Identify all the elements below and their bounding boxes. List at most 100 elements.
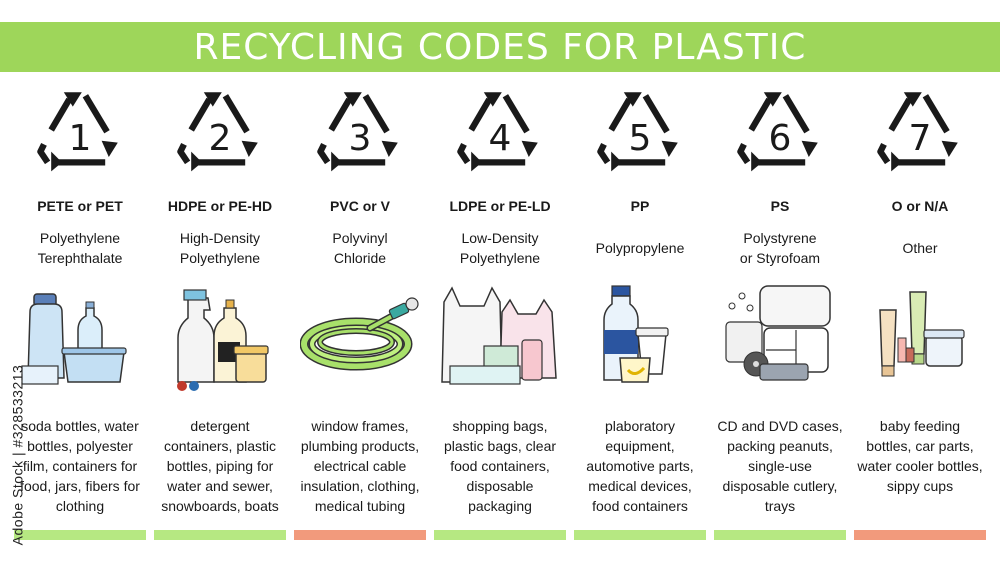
- example-line: sippy cups: [886, 478, 954, 494]
- example-line: bottles, piping for: [166, 458, 274, 474]
- category-bar: [574, 530, 706, 540]
- plastic-name: Other: [850, 226, 990, 270]
- code-number: 2: [209, 118, 232, 159]
- recycling-triangle-icon: 7: [875, 88, 965, 172]
- example-line: plaboratory: [604, 418, 676, 434]
- examples-list: detergent containers, plastic bottles, p…: [150, 416, 290, 516]
- recycling-triangle-icon: 2: [175, 88, 265, 172]
- example-line: CD and DVD cases,: [717, 418, 843, 434]
- example-line: medical devices,: [588, 478, 692, 494]
- example-line: food, jars, fibers for: [20, 478, 140, 494]
- code-number: 7: [909, 118, 932, 159]
- examples-list: soda bottles, water bottles, polyester f…: [10, 416, 150, 516]
- examples-list: window frames, plumbing products, electr…: [290, 416, 430, 516]
- plastic-name-line: Polyvinyl: [332, 230, 388, 246]
- code-abbreviation: O or N/A: [891, 198, 949, 214]
- plastic-name-line: Other: [902, 240, 938, 256]
- code-column-5: 5 PP Polypropylene plaboratory equipment…: [570, 86, 710, 546]
- example-line: disposable cutlery,: [722, 478, 838, 494]
- example-line: film, containers for: [22, 458, 138, 474]
- example-line: plumbing products,: [300, 438, 420, 454]
- cosmetic-tubes-icon: [860, 282, 980, 392]
- title-banner: RECYCLING CODES FOR PLASTIC: [0, 22, 1000, 72]
- plastic-name: Polyethylene Terephthalate: [10, 226, 150, 270]
- category-bar: [714, 530, 846, 540]
- example-line: disposable: [466, 478, 534, 494]
- plastic-name-line: Polyethylene: [179, 250, 261, 266]
- code-column-6: 6 PS Polystyrene or Styrofoam CD and: [710, 86, 850, 546]
- example-line: clothing: [55, 498, 105, 514]
- plastic-name: Polyvinyl Chloride: [290, 226, 430, 270]
- code-column-3: 3 PVC or V Polyvinyl Chloride: [290, 86, 430, 546]
- plastic-name-line: Chloride: [333, 250, 387, 266]
- plastic-name-line: High-Density: [179, 230, 261, 246]
- code-column-4: 4 LDPE or PE-LD Low-Density Polyethylene…: [430, 86, 570, 546]
- recycling-triangle-icon: 3: [315, 88, 405, 172]
- code-number: 1: [69, 118, 92, 159]
- plastic-name-line: Polyethylene: [459, 250, 541, 266]
- page-title: RECYCLING CODES FOR PLASTIC: [193, 26, 807, 68]
- code-number: 5: [629, 118, 652, 159]
- codes-grid: 1 PETE or PET Polyethylene Terephthalate…: [10, 86, 990, 546]
- water-bottles-icon: [20, 282, 140, 392]
- plastic-name-line: Polystyrene: [743, 230, 817, 246]
- code-abbreviation: PETE or PET: [37, 198, 123, 214]
- category-bar: [854, 530, 986, 540]
- example-line: equipment,: [605, 438, 675, 454]
- code-number: 6: [769, 118, 792, 159]
- plastic-name-line: Low-Density: [461, 230, 539, 246]
- plastic-name-line: or Styrofoam: [739, 250, 821, 266]
- example-line: bottles, car parts,: [866, 438, 974, 454]
- example-line: shopping bags,: [452, 418, 548, 434]
- examples-list: plaboratory equipment, automotive parts,…: [570, 416, 710, 516]
- example-line: detergent: [190, 418, 250, 434]
- category-bar: [294, 530, 426, 540]
- example-line: single-use: [748, 458, 812, 474]
- examples-list: CD and DVD cases, packing peanuts, singl…: [710, 416, 850, 516]
- code-abbreviation: PVC or V: [330, 198, 390, 214]
- example-line: medical tubing: [314, 498, 406, 514]
- example-line: window frames,: [311, 418, 409, 434]
- code-number: 4: [489, 118, 512, 159]
- code-column-7: 7 O or N/A Other baby feeding bottles,: [850, 86, 990, 546]
- recycling-triangle-icon: 5: [595, 88, 685, 172]
- plastic-name-line: Terephthalate: [37, 250, 123, 266]
- garden-hose-icon: [300, 282, 420, 392]
- example-line: containers, plastic: [163, 438, 277, 454]
- category-bar: [434, 530, 566, 540]
- recycling-triangle-icon: 4: [455, 88, 545, 172]
- plastic-name: Polypropylene: [570, 226, 710, 270]
- recycling-triangle-icon: 6: [735, 88, 825, 172]
- detergent-bottles-icon: [160, 282, 280, 392]
- example-line: packing peanuts,: [727, 438, 833, 454]
- example-line: insulation, clothing,: [300, 478, 420, 494]
- category-bar: [14, 530, 146, 540]
- example-line: electrical cable: [313, 458, 407, 474]
- example-line: water cooler bottles,: [857, 458, 983, 474]
- watermark-text: Adobe Stock | #328533213: [9, 364, 26, 546]
- example-line: food containers,: [450, 458, 550, 474]
- plastic-name: High-Density Polyethylene: [150, 226, 290, 270]
- code-column-2: 2 HDPE or PE-HD High-Density Polyethylen…: [150, 86, 290, 546]
- code-column-1: 1 PETE or PET Polyethylene Terephthalate…: [10, 86, 150, 546]
- example-line: soda bottles, water: [21, 418, 139, 434]
- example-line: snowboards, boats: [161, 498, 279, 514]
- code-abbreviation: PP: [630, 198, 650, 214]
- recycling-triangle-icon: 1: [35, 88, 125, 172]
- plastic-name-line: Polyethylene: [39, 230, 121, 246]
- category-bar: [154, 530, 286, 540]
- code-abbreviation: HDPE or PE-HD: [167, 198, 273, 214]
- plastic-name-line: Polypropylene: [595, 240, 685, 256]
- example-line: bottles, polyester: [27, 438, 133, 454]
- food-containers-icon: [580, 282, 700, 392]
- example-line: water and sewer,: [167, 478, 273, 494]
- example-line: food containers: [592, 498, 688, 514]
- plastic-name: Low-Density Polyethylene: [430, 226, 570, 270]
- code-number: 3: [349, 118, 372, 159]
- example-line: trays: [764, 498, 796, 514]
- examples-list: baby feeding bottles, car parts, water c…: [850, 416, 990, 496]
- code-abbreviation: PS: [770, 198, 790, 214]
- plastic-name: Polystyrene or Styrofoam: [710, 226, 850, 270]
- stock-watermark: Adobe Stock | #328533213: [2, 340, 32, 570]
- example-line: plastic bags, clear: [443, 438, 557, 454]
